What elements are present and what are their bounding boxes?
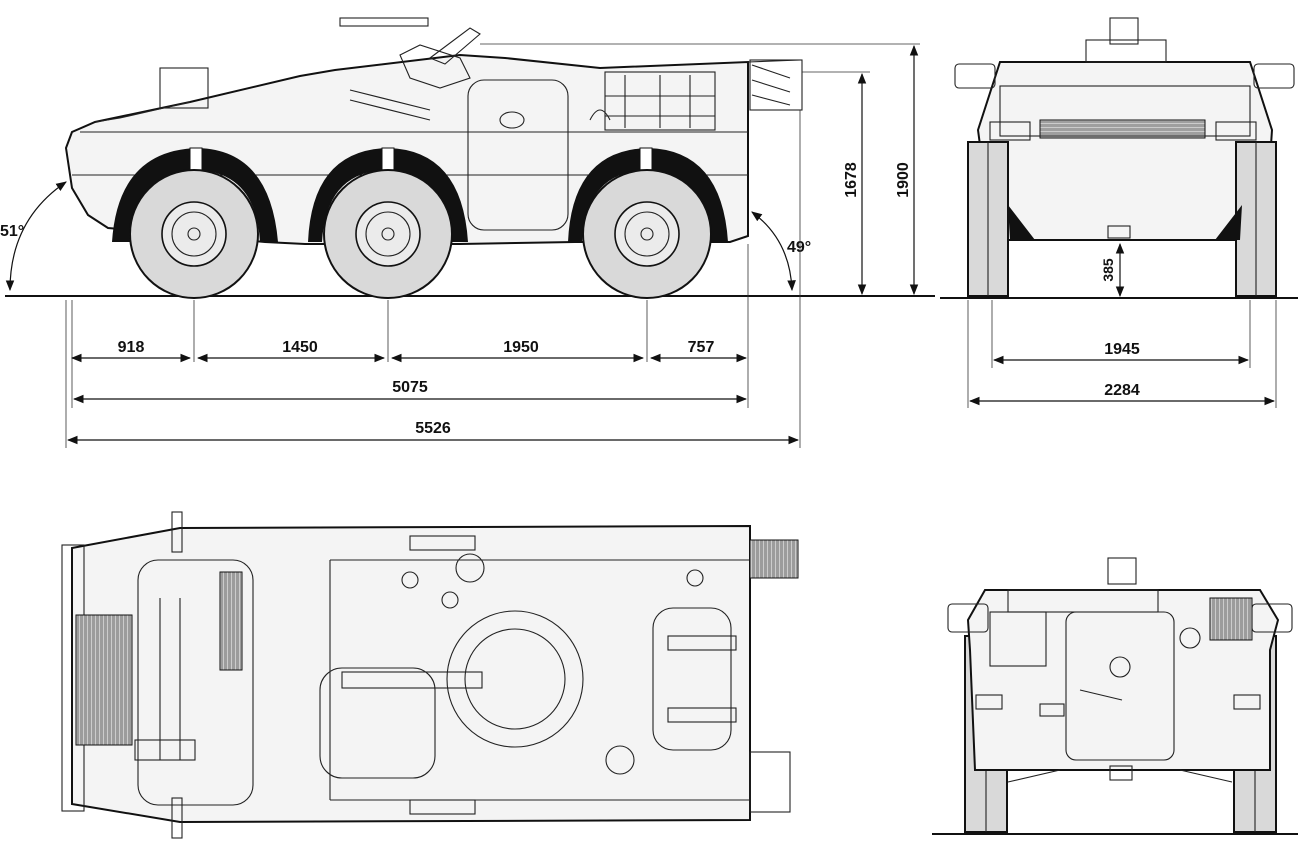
turret-ring — [446, 610, 584, 748]
axle-2-3-label: 1950 — [503, 339, 539, 356]
ground-clearance-label: 385 — [1100, 258, 1116, 282]
wheel-arch-1 — [112, 148, 278, 242]
engine-grille — [75, 614, 133, 746]
mg-mount — [428, 27, 481, 65]
overall-width-label: 2284 — [1104, 382, 1140, 399]
hull-height-label: 1678 — [843, 162, 860, 198]
wheel-arch-2 — [308, 148, 468, 242]
commander-hatch — [319, 667, 436, 779]
machine-gun — [339, 17, 429, 27]
approach-angle-label: 51° — [0, 223, 24, 240]
front-right-headlamp — [1253, 63, 1295, 89]
rear-left-lamp — [947, 603, 989, 633]
wheel-arch-3 — [568, 148, 728, 242]
front-view-mg — [1109, 17, 1139, 45]
side-view: 51° 49° 918 1450 1950 757 5075 5526 1678… — [0, 17, 935, 448]
front-view: 385 1945 2284 — [940, 17, 1298, 408]
approach-angle-arc — [5, 181, 67, 292]
front-hull — [976, 61, 1274, 241]
track-width-label: 1945 — [1104, 341, 1140, 358]
side-door — [467, 79, 569, 231]
front-lamp-mount — [159, 67, 209, 109]
side-stowage-box — [604, 71, 716, 131]
top-view — [61, 511, 799, 839]
overall-length-label: 5526 — [415, 420, 451, 437]
wheel-1 — [129, 169, 259, 299]
axle-1-2-label: 1450 — [282, 339, 318, 356]
overall-height-label: 1900 — [895, 162, 912, 198]
wheel-2 — [323, 169, 453, 299]
departure-angle-label: 49° — [787, 239, 811, 256]
departure-angle-arc — [751, 211, 796, 292]
rear-overhang-label: 757 — [688, 339, 715, 356]
rear-view-mg — [1107, 557, 1137, 585]
rear-view — [932, 557, 1298, 835]
front-overhang-label: 918 — [118, 339, 145, 356]
front-grille — [1039, 119, 1206, 139]
front-left-headlamp — [954, 63, 996, 89]
wheel-3 — [582, 169, 712, 299]
rear-hatch — [652, 607, 732, 751]
rear-rack — [749, 59, 803, 111]
hull-length-label: 5075 — [392, 379, 428, 396]
